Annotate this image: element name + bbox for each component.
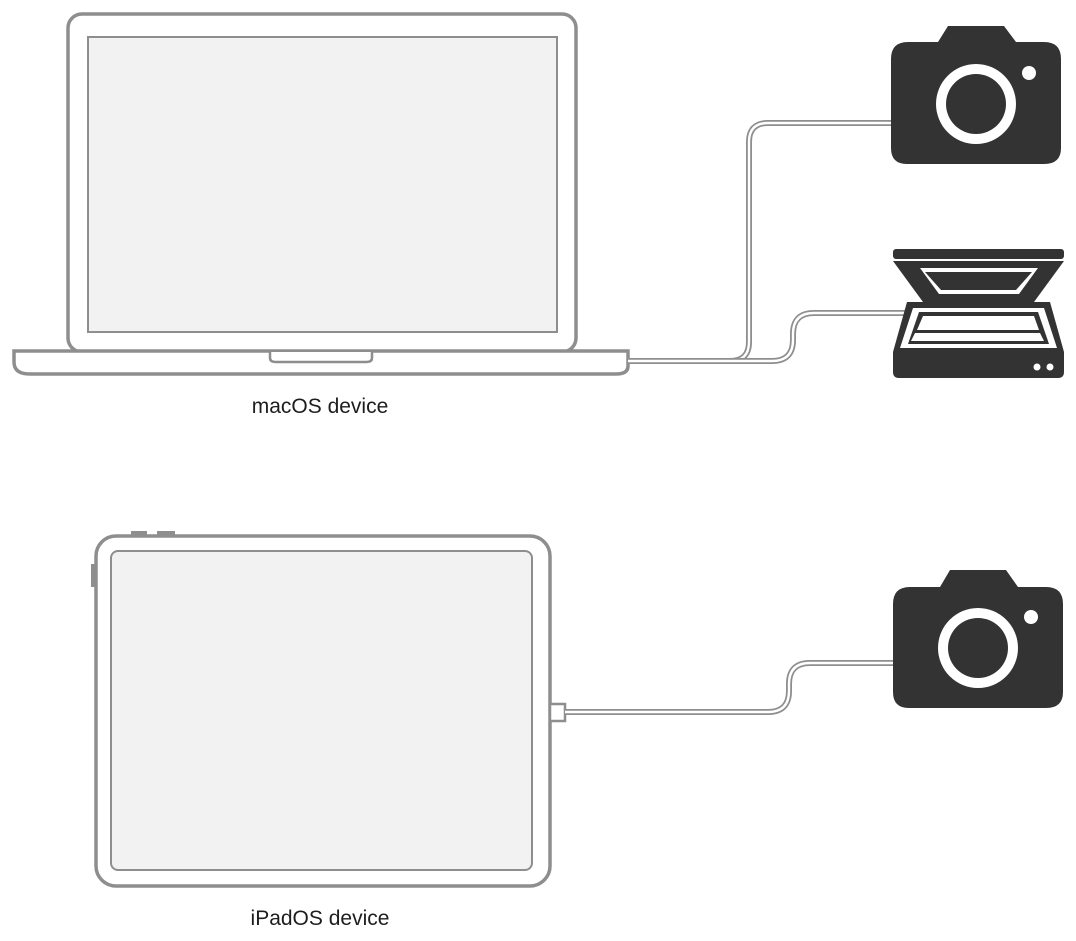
- laptop-icon: [12, 12, 630, 376]
- tablet-icon: [91, 531, 567, 888]
- camera-icon: [893, 570, 1063, 708]
- camera-icon: [891, 26, 1061, 164]
- mac-camera-cable: [628, 120, 892, 364]
- mac-device-label: macOS device: [251, 395, 389, 418]
- mac-scanner-cable: [628, 310, 906, 364]
- ipad-device-label: iPadOS device: [250, 907, 390, 930]
- ipad-camera-cable: [565, 660, 894, 715]
- scanner-icon: [893, 249, 1064, 378]
